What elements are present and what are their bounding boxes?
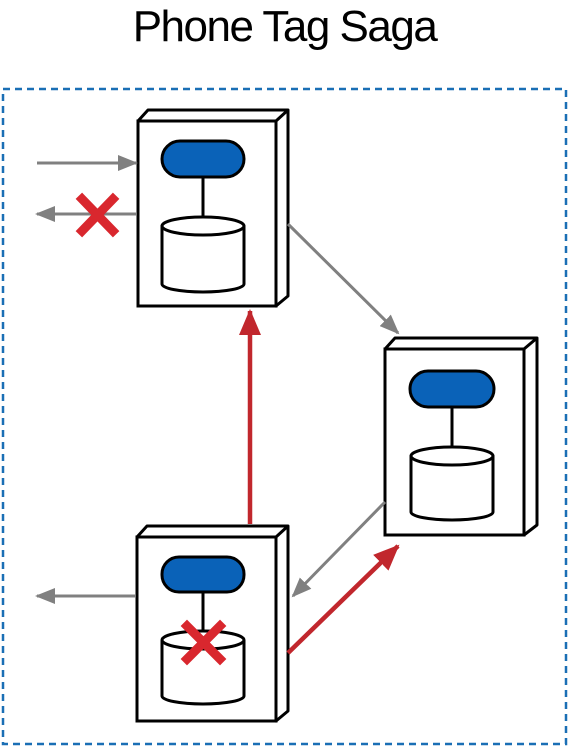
database-icon-top — [409, 445, 495, 467]
system-boundary — [1, 87, 568, 746]
service-pill-icon — [160, 139, 246, 179]
arrow-top-to-right — [286, 222, 400, 335]
service-pill-icon — [408, 369, 496, 409]
database-icon — [409, 456, 495, 522]
response-failure-x-icon — [75, 192, 120, 238]
arrow-right-to-bottom — [291, 500, 387, 598]
service-node-right — [383, 336, 539, 537]
server-box-edge — [274, 524, 290, 539]
service-node-bottom — [135, 524, 290, 723]
database-icon — [160, 226, 246, 294]
service-pill-icon — [160, 555, 246, 594]
server-box-edge — [274, 108, 290, 123]
diagram-title: Phone Tag Saga — [132, 2, 438, 51]
service-node-top — [136, 108, 290, 308]
database-icon — [160, 640, 246, 706]
database-failure-x-icon — [180, 619, 227, 666]
database-icon-top — [160, 215, 246, 237]
server-box-edge — [523, 336, 538, 351]
arrow-bottom-to-right-error — [286, 544, 400, 655]
